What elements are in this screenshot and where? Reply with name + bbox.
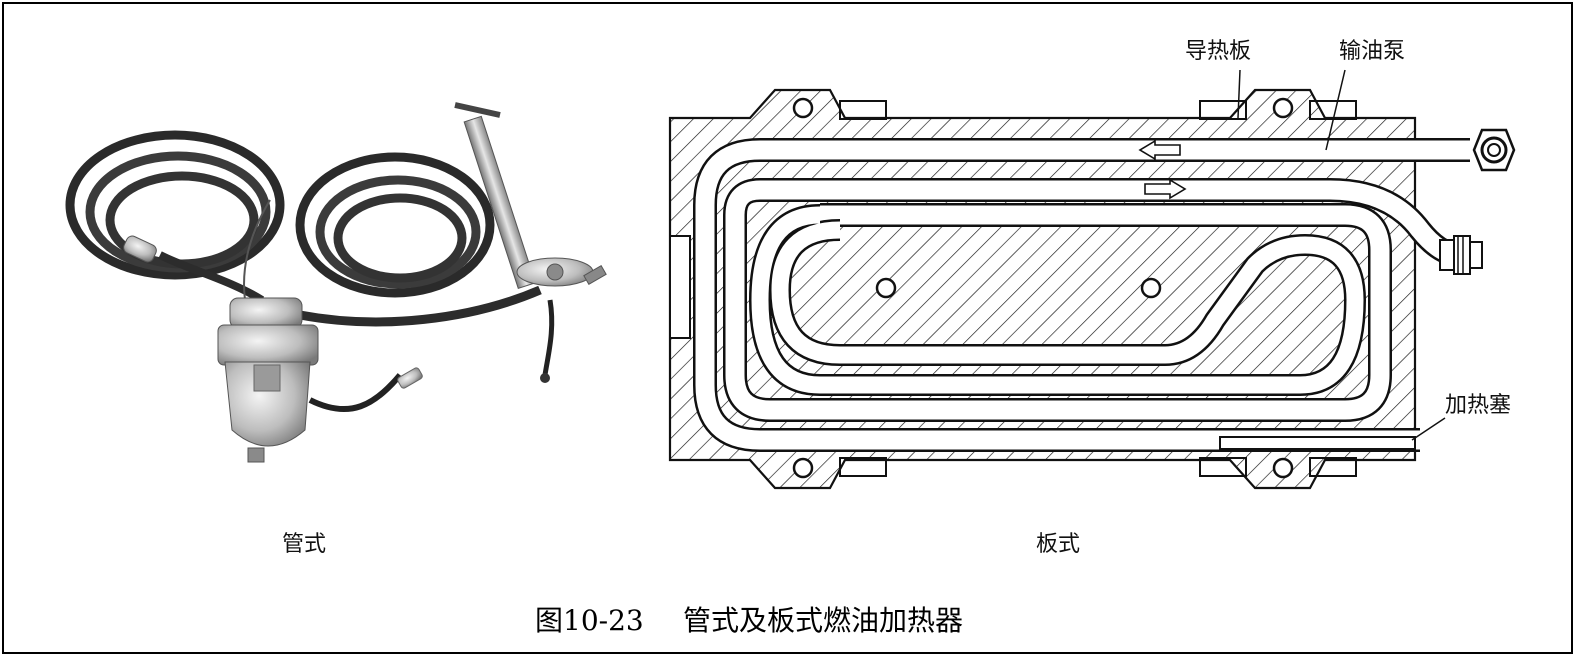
- hose-fitting: [123, 235, 157, 263]
- hose-coil-right: [295, 152, 495, 298]
- label-heater-plug: 加热塞: [1445, 393, 1511, 418]
- plate-heater-diagram: [668, 69, 1516, 490]
- threaded-fitting: [1439, 235, 1483, 275]
- hose-coil-left: [65, 130, 285, 280]
- figure-title: 管式及板式燃油加热器: [683, 604, 963, 637]
- tube-heater-illustration: [65, 102, 607, 463]
- mount-hole-icon: [1272, 457, 1294, 479]
- right-caption: 板式: [1036, 532, 1080, 557]
- mount-hole-icon: [792, 97, 814, 119]
- hose-end-icon: [540, 373, 550, 383]
- leader-line: [1325, 69, 1346, 151]
- mount-hole-icon: [1272, 97, 1294, 119]
- wire: [243, 199, 271, 301]
- hose-run: [299, 285, 542, 327]
- leader-line: [1411, 417, 1446, 441]
- label-oil-pump: 输油泵: [1339, 39, 1405, 64]
- connector: [397, 367, 423, 389]
- pump-rod: [454, 102, 607, 290]
- hex-nut-fitting: [1472, 128, 1516, 172]
- flow-arrow-left-icon: [1138, 139, 1181, 161]
- filter-canister: [217, 297, 319, 463]
- mount-tab: [839, 100, 887, 120]
- label-guide-plate: 导热板: [1185, 39, 1251, 64]
- side-notch: [669, 235, 691, 339]
- flow-arrow-right-icon: [1144, 178, 1187, 200]
- core-hole-icon: [1140, 277, 1162, 299]
- figure-number: 图10-23: [535, 604, 644, 637]
- hose-run-short: [158, 251, 265, 304]
- left-caption: 管式: [282, 532, 326, 557]
- heater-plug-pocket: [1219, 436, 1416, 450]
- core-hole-icon: [875, 277, 897, 299]
- leader-line: [1237, 69, 1241, 119]
- hose-drop: [542, 299, 555, 376]
- hose-cable: [308, 373, 403, 412]
- mount-hole-icon: [792, 457, 814, 479]
